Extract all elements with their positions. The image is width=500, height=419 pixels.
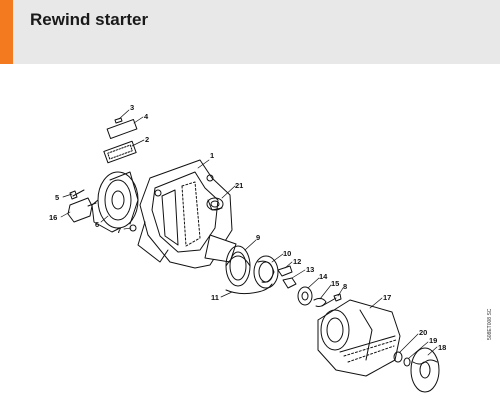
page-title: Rewind starter [30, 10, 149, 29]
callout-14: 14 [319, 272, 328, 281]
part-nut-20 [393, 351, 403, 363]
header-band [0, 0, 500, 64]
exploded-parts-diagram: 1 2 3 4 5 6 7 8 9 10 11 12 13 14 15 16 1… [49, 103, 446, 393]
callout-4: 4 [144, 112, 149, 121]
part-shroud [317, 299, 401, 377]
part-screw-8 [321, 293, 342, 307]
callout-21: 21 [235, 181, 243, 190]
part-grommet [206, 197, 224, 211]
part-spring-12 [277, 265, 293, 277]
callout-12: 12 [293, 257, 301, 266]
part-washer-14 [297, 286, 313, 306]
leader-lines [60, 109, 438, 359]
callout-20: 20 [419, 328, 427, 337]
reference-code: 508ET008 SC [487, 308, 493, 340]
part-pawl-13 [282, 277, 297, 289]
part-spring-clip [313, 297, 327, 307]
callout-1: 1 [210, 151, 214, 160]
callout-19: 19 [429, 336, 437, 345]
part-rope-rotor [225, 245, 251, 287]
callout-7: 7 [117, 226, 121, 235]
callout-13: 13 [306, 265, 314, 274]
callout-9: 9 [256, 233, 260, 242]
callout-16: 16 [49, 213, 57, 222]
part-rewind-spring [253, 255, 279, 289]
part-screw-5 [69, 189, 85, 200]
part-washer-19 [403, 357, 411, 367]
callout-2: 2 [145, 135, 149, 144]
orange-accent-bar [0, 0, 13, 64]
callout-18: 18 [438, 343, 446, 352]
part-starter-grip [67, 197, 97, 223]
callout-8: 8 [343, 282, 347, 291]
callout-numbers: 1 2 3 4 5 6 7 8 9 10 11 12 13 14 15 16 1… [49, 103, 446, 352]
callout-6: 6 [95, 220, 99, 229]
callout-17: 17 [383, 293, 391, 302]
part-screw-3 [114, 117, 123, 124]
callout-11: 11 [211, 293, 219, 302]
callout-3: 3 [130, 103, 134, 112]
part-fan-housing [137, 159, 237, 269]
part-fan-wheel [410, 347, 440, 393]
callout-10: 10 [283, 249, 291, 258]
part-label-plate-2 [103, 140, 137, 164]
callout-15: 15 [331, 279, 339, 288]
part-starter-rope [225, 283, 273, 295]
part-label-plate-4 [106, 119, 138, 139]
callout-5: 5 [55, 193, 59, 202]
